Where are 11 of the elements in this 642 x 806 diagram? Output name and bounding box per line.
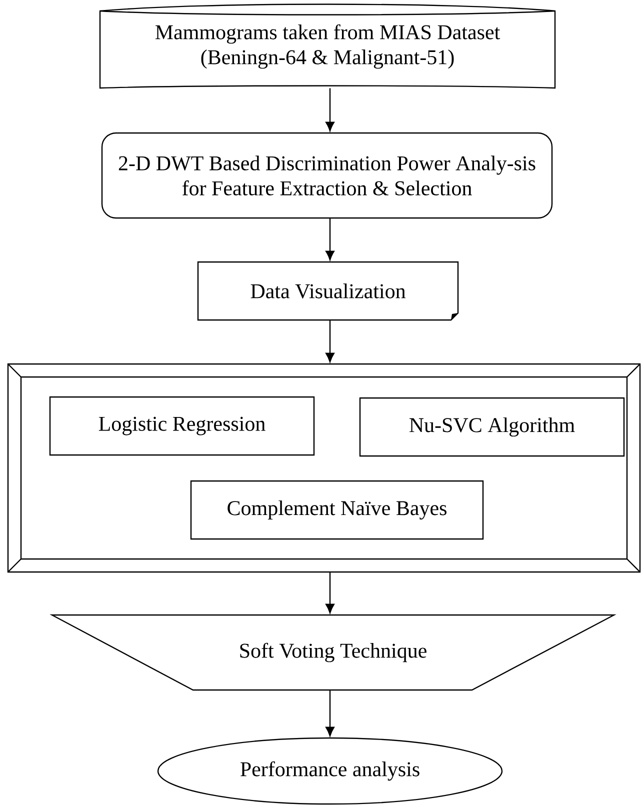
arrow [326,320,334,362]
arrow [326,88,334,132]
process-box: Nu-SVC Algorithm [359,397,625,457]
arrow [326,572,334,614]
process-box: Complement Naïve Bayes [190,480,484,540]
arrow [326,690,334,736]
document-box: Data Visualization [197,261,459,321]
process-box: Logistic Regression [49,396,315,456]
arrow [326,218,334,260]
container-frame [7,363,641,573]
process-box: 2-D DWT Based Discrimination Power Analy-sis for Feature Extraction & Selection [101,132,553,219]
